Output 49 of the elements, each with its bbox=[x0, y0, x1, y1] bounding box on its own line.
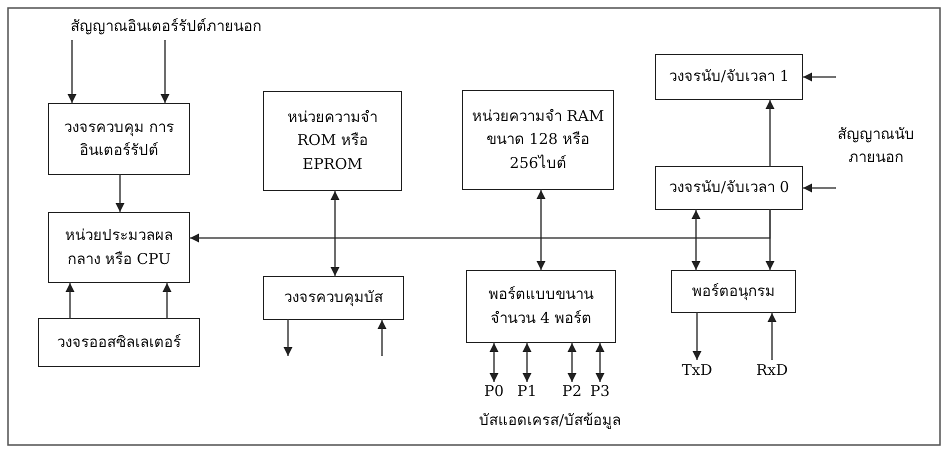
box-label: วงจรออสซิลเลเตอร์ bbox=[57, 332, 181, 353]
process-box bbox=[462, 90, 614, 190]
process-box bbox=[263, 276, 404, 320]
process-box bbox=[48, 103, 190, 175]
signal-label: P2 bbox=[560, 382, 584, 402]
arrow bbox=[692, 313, 702, 360]
arrow bbox=[596, 343, 604, 382]
box-label: หน่วยความจำ RAM ขนาด 128 หรือ 256ไบต์ bbox=[470, 106, 606, 174]
signal-label: P0 bbox=[482, 382, 506, 402]
arrow bbox=[284, 320, 292, 356]
arrow bbox=[66, 283, 74, 318]
box-label: หน่วยประมวลผล กลาง หรือ CPU bbox=[64, 225, 174, 270]
box-label: หน่วยความจำ ROM หรือ EPROM bbox=[286, 107, 378, 175]
box-label: พอร์ตอนุกรม bbox=[692, 280, 775, 302]
signal-label: สัญญาณนับ ภายนอก bbox=[836, 118, 916, 174]
process-box bbox=[671, 270, 796, 313]
arrow bbox=[536, 190, 546, 270]
arrow bbox=[766, 100, 774, 166]
arrow bbox=[116, 175, 124, 212]
process-box bbox=[38, 318, 200, 367]
process-box bbox=[466, 270, 616, 343]
bus-label: บัสแอดเครส/บัสข้อมูล bbox=[478, 410, 622, 431]
signal-label: P1 bbox=[515, 382, 539, 402]
arrow bbox=[330, 191, 340, 276]
arrow bbox=[803, 184, 836, 192]
process-box bbox=[48, 212, 190, 283]
arrow bbox=[190, 210, 771, 242]
signal-label: P3 bbox=[588, 382, 612, 402]
signal-label: TxD bbox=[677, 360, 717, 382]
arrow bbox=[378, 320, 386, 356]
arrow bbox=[803, 72, 836, 82]
process-box bbox=[655, 166, 803, 210]
box-label: วงจรควบคุมบัส bbox=[284, 287, 383, 308]
process-box bbox=[263, 91, 402, 191]
arrow bbox=[692, 210, 700, 270]
box-label: พอร์ตแบบขนาน จำนวน 4 พอร์ต bbox=[488, 284, 594, 328]
arrow bbox=[768, 313, 776, 360]
box-label: วงจรนับ/จับเวลา 1 bbox=[668, 66, 790, 88]
arrow bbox=[68, 40, 76, 103]
arrow bbox=[522, 343, 532, 382]
arrow bbox=[490, 343, 498, 382]
signal-label: RxD bbox=[750, 360, 794, 382]
arrow bbox=[162, 283, 172, 318]
arrow bbox=[568, 343, 576, 382]
box-label: วงจรควบคุม การอินเตอร์รัปต์ bbox=[63, 116, 175, 161]
signal-label: สัญญาณอินเตอร์รัปต์ภายนอก bbox=[16, 14, 316, 40]
process-box bbox=[655, 54, 803, 100]
arrow bbox=[160, 40, 170, 103]
box-label: วงจรนับ/จับเวลา 0 bbox=[668, 177, 790, 198]
